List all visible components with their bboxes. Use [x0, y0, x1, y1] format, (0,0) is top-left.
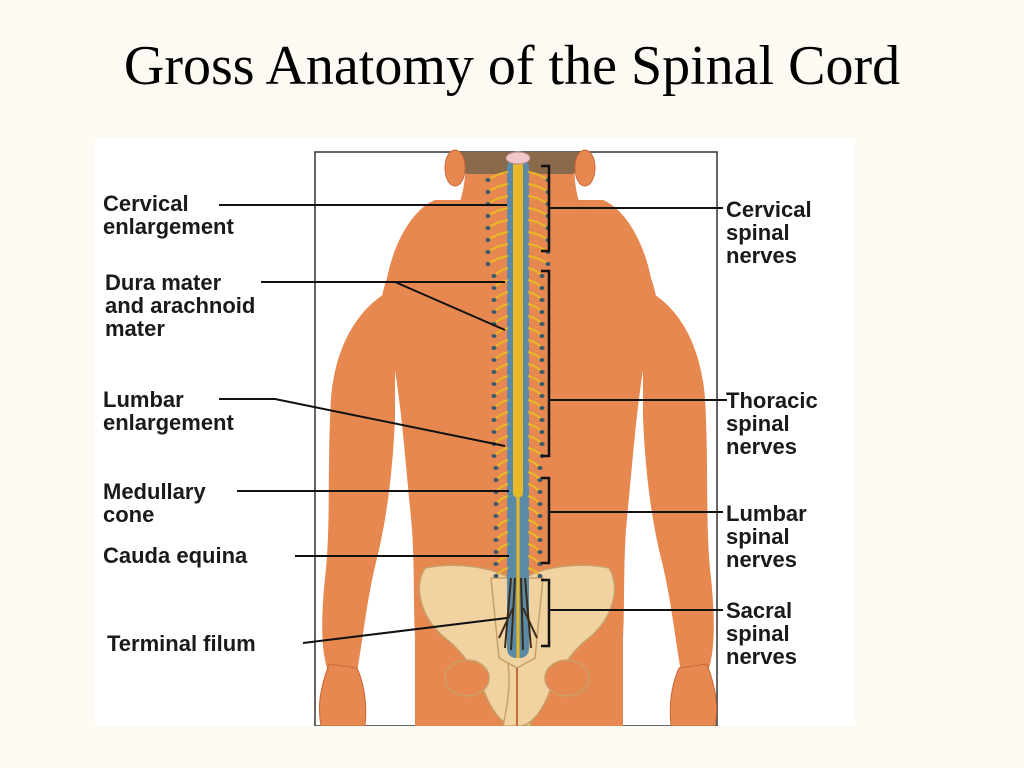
- skull-base: [505, 151, 531, 165]
- nerve-ganglion: [491, 454, 497, 458]
- nerve-ganglion: [539, 430, 545, 434]
- label-dura-mater: Dura mater and arachnoid mater: [105, 270, 256, 341]
- nerve-ganglion: [485, 190, 491, 194]
- nerve-ganglion: [493, 478, 499, 482]
- nerve-ganglion: [491, 370, 497, 374]
- nerve-ganglion: [491, 346, 497, 350]
- nerve-ganglion: [537, 502, 543, 506]
- nerve-ganglion: [485, 262, 491, 266]
- label-cauda-equina: Cauda equina: [103, 543, 248, 568]
- back-illustration: [219, 149, 727, 726]
- label-terminal-filum: Terminal filum: [107, 631, 256, 656]
- nerve-ganglion: [491, 358, 497, 362]
- nerve-ganglion: [493, 538, 499, 542]
- nerve-ganglion: [491, 286, 497, 290]
- nerve-ganglion: [493, 466, 499, 470]
- region-brackets: [541, 164, 551, 648]
- nerve-ganglion: [491, 298, 497, 302]
- nerve-ganglion: [539, 322, 545, 326]
- nerve-ganglion: [537, 490, 543, 494]
- nerve-ganglion: [545, 262, 551, 266]
- label-thoracic-spinal-nerves: Thoracic spinal nerves: [726, 388, 818, 459]
- nerve-ganglion: [491, 430, 497, 434]
- nerve-ganglion: [539, 418, 545, 422]
- nerve-ganglion: [491, 274, 497, 278]
- nerve-ganglion: [539, 274, 545, 278]
- leader-lines: [219, 204, 727, 644]
- nerve-ganglion: [539, 370, 545, 374]
- nerve-ganglion: [539, 298, 545, 302]
- nerve-ganglion: [491, 310, 497, 314]
- nerve-ganglion: [537, 526, 543, 530]
- cauda-equina-fibres: [498, 577, 538, 651]
- label-sacral-spinal-nerves: Sacral spinal nerves: [726, 598, 797, 669]
- label-cervical-enlargement: Cervical enlargement: [103, 191, 234, 239]
- nerve-ganglion: [493, 502, 499, 506]
- nerve-ganglion: [539, 310, 545, 314]
- nerve-ganglion: [485, 178, 491, 182]
- label-medullary-cone: Medullary cone: [103, 479, 206, 527]
- spinal-column: [507, 158, 529, 658]
- nerve-ganglion: [485, 250, 491, 254]
- nerve-ganglion: [493, 574, 499, 578]
- nerve-ganglion: [539, 358, 545, 362]
- slide-title: Gross Anatomy of the Spinal Cord: [123, 35, 901, 97]
- nerve-ganglion: [539, 334, 545, 338]
- nerve-ganglion: [493, 562, 499, 566]
- nerve-ganglion: [493, 526, 499, 530]
- nerve-ganglion: [491, 382, 497, 386]
- nerve-ganglion: [539, 442, 545, 446]
- nerve-ganglion: [537, 574, 543, 578]
- label-lumbar-enlargement: Lumbar enlargement: [103, 387, 234, 435]
- nerve-ganglion: [485, 214, 491, 218]
- nerve-ganglion: [537, 514, 543, 518]
- label-lumbar-spinal-nerves: Lumbar spinal nerves: [726, 501, 807, 572]
- nerve-ganglion: [491, 334, 497, 338]
- anatomy-figure: Cervical enlargement Dura mater and arac…: [95, 138, 855, 726]
- nerve-ganglion: [491, 406, 497, 410]
- nerve-ganglion: [493, 514, 499, 518]
- nerve-ganglion: [493, 550, 499, 554]
- nerve-ganglion: [537, 538, 543, 542]
- nerve-ganglion: [539, 406, 545, 410]
- nerve-ganglion: [491, 418, 497, 422]
- nerve-ganglion: [491, 394, 497, 398]
- nerve-ganglion: [485, 226, 491, 230]
- nerve-ganglion: [537, 466, 543, 470]
- nerve-ganglion: [537, 550, 543, 554]
- nerve-ganglion: [539, 346, 545, 350]
- nerve-ganglion: [539, 394, 545, 398]
- label-cervical-spinal-nerves: Cervical spinal nerves: [726, 197, 812, 268]
- nerve-ganglion: [485, 238, 491, 242]
- nerve-ganglion: [539, 382, 545, 386]
- nerve-ganglion: [539, 286, 545, 290]
- spinal-nerve-roots: [485, 171, 551, 578]
